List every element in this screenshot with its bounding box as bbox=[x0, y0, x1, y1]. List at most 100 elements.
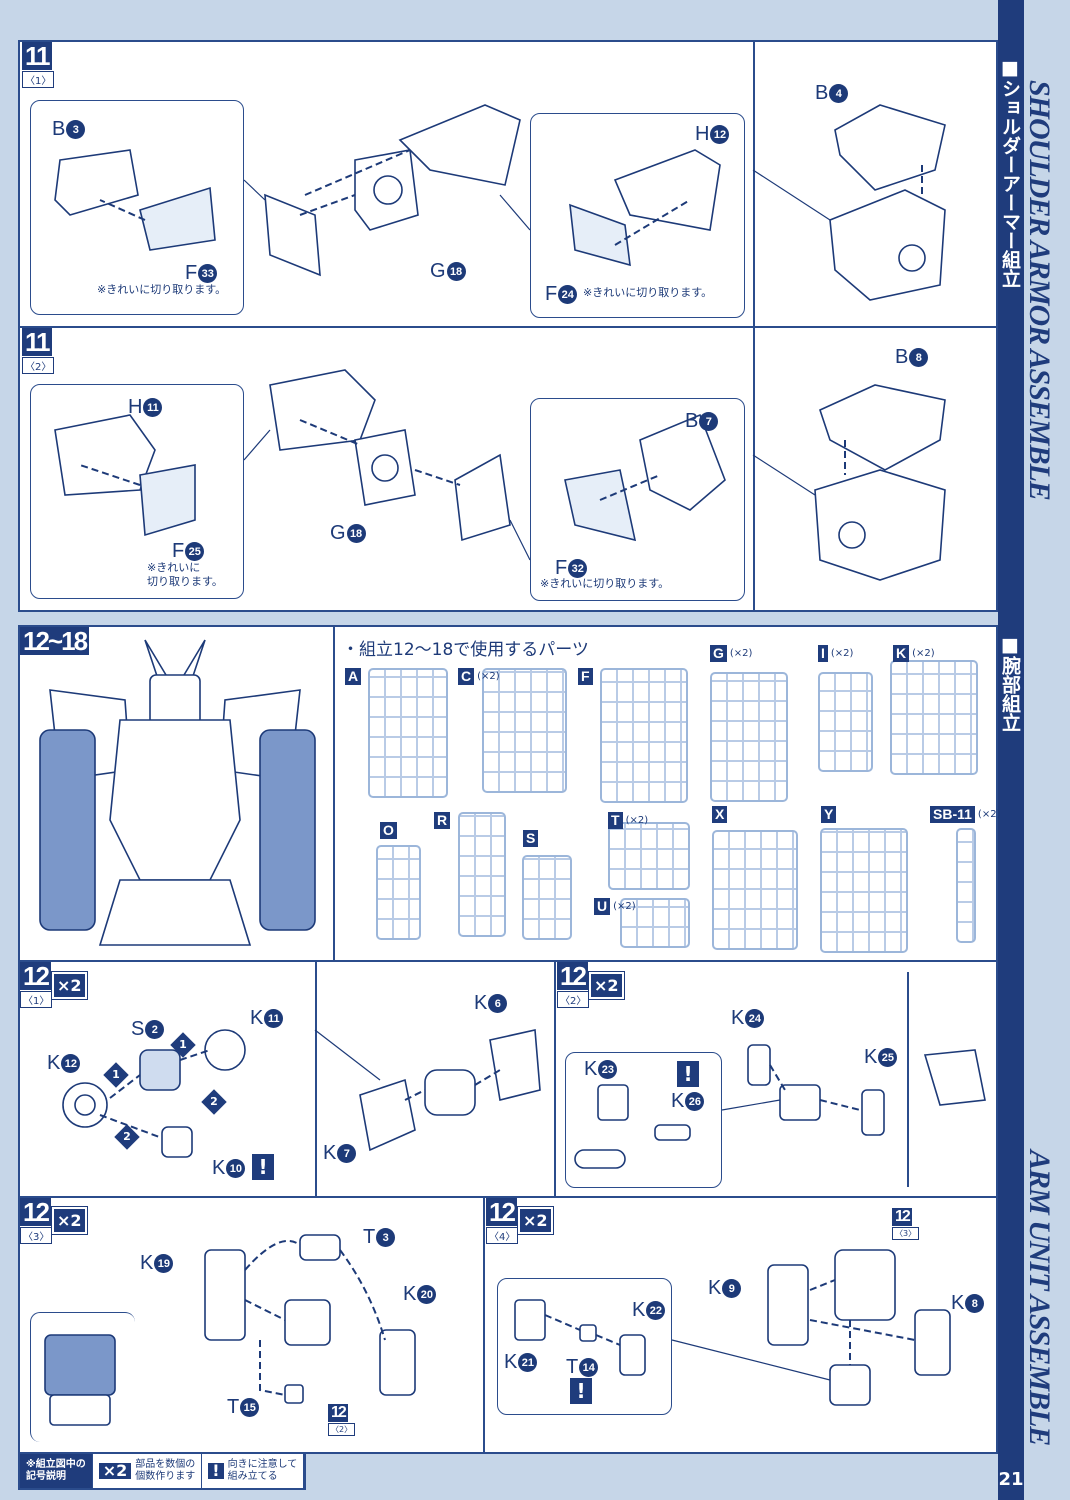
multiply-badge: ×2 bbox=[51, 971, 88, 1000]
step-11-1-header: 11〈1〉 bbox=[22, 42, 55, 88]
ref-step-12-2: 12〈2〉 bbox=[328, 1404, 356, 1436]
multiply-badge: ×2 bbox=[51, 1206, 88, 1235]
part-number: 24 bbox=[745, 1009, 765, 1028]
part-drawing bbox=[923, 1049, 986, 1106]
runner-label-x: X bbox=[712, 806, 730, 823]
legend-orientation-text: 向きに注意して 組み立てる bbox=[227, 1459, 298, 1482]
part-number: 14 bbox=[579, 1358, 599, 1377]
part-number: 19 bbox=[154, 1254, 174, 1273]
runner-id: SB-11 bbox=[930, 806, 975, 823]
page-number: 21 bbox=[998, 1460, 1024, 1500]
part-number: 9 bbox=[722, 1279, 742, 1298]
robot-figure bbox=[39, 639, 316, 946]
step-substep: 〈2〉 bbox=[22, 357, 55, 374]
part-drawing bbox=[814, 469, 946, 581]
step-12-1-header: 12〈1〉 bbox=[20, 962, 53, 1008]
ref-step-12-3: 12〈3〉 bbox=[892, 1208, 920, 1240]
ref-step-sub: 〈2〉 bbox=[328, 1423, 356, 1436]
runner-id: A bbox=[345, 668, 362, 685]
part-drawing bbox=[564, 469, 637, 542]
part-letter: K bbox=[708, 1277, 722, 1299]
part-letter: K bbox=[731, 1007, 745, 1029]
runner-quantity: (×2) bbox=[830, 648, 854, 659]
part-letter: T bbox=[227, 1396, 240, 1418]
runner-label-g: G(×2) bbox=[710, 645, 752, 662]
part-letter: B bbox=[895, 346, 909, 368]
ref-step-sub: 〈3〉 bbox=[892, 1227, 920, 1240]
runner-id: G bbox=[710, 645, 727, 662]
part-number: 8 bbox=[965, 1294, 985, 1313]
assembly-drawings bbox=[39, 104, 986, 1426]
runner-id: C bbox=[458, 668, 475, 685]
part-drawing bbox=[819, 384, 946, 471]
runner-label-sb-11: SB-11(×2) bbox=[930, 806, 1000, 823]
section-title-shoulder-jp: ■ショルダーアーマー組立 bbox=[998, 42, 1024, 302]
part-drawing bbox=[139, 186, 216, 251]
ref-step-number: 12 bbox=[892, 1208, 912, 1226]
part-letter: F bbox=[172, 540, 185, 562]
runner-quantity: (×2) bbox=[613, 901, 636, 912]
runner-label-f: F bbox=[578, 668, 596, 685]
step-12-18-header: 12~18 bbox=[20, 627, 90, 655]
part-letter: B bbox=[685, 410, 699, 432]
step-substep: 〈1〉 bbox=[22, 71, 55, 88]
part-drawing bbox=[569, 203, 631, 267]
multiply-icon: ×2 bbox=[98, 1463, 132, 1479]
runner-id: R bbox=[434, 812, 451, 829]
step-marker: 2 bbox=[114, 1124, 140, 1150]
step-substep: 〈2〉 bbox=[557, 991, 590, 1008]
divider bbox=[333, 627, 335, 960]
step-marker: 1 bbox=[170, 1032, 196, 1058]
part-letter: B bbox=[52, 118, 66, 140]
step-marker-label: 1 bbox=[179, 1038, 187, 1051]
runner-quantity: (×2) bbox=[625, 815, 649, 826]
part-letter: T bbox=[363, 1226, 376, 1248]
runner-id: Y bbox=[821, 806, 837, 823]
runner-id: T bbox=[608, 812, 623, 829]
runner-a-drawing bbox=[368, 668, 448, 798]
part-letter: K bbox=[951, 1292, 965, 1314]
part-number: 11 bbox=[143, 398, 163, 417]
runner-id: I bbox=[818, 645, 828, 662]
note-cut-clean: ※きれいに切り取ります。 bbox=[583, 286, 713, 299]
part-drawing bbox=[54, 149, 139, 216]
exclamation-icon: ! bbox=[208, 1463, 224, 1479]
part-number: 21 bbox=[518, 1353, 538, 1372]
part-drawing bbox=[139, 464, 196, 537]
part-number: 24 bbox=[558, 285, 578, 304]
runner-u-drawing bbox=[620, 898, 690, 948]
part-number: 23 bbox=[598, 1060, 618, 1079]
part-number: 6 bbox=[488, 994, 508, 1013]
part-drawing bbox=[834, 104, 946, 191]
divider bbox=[753, 328, 755, 610]
part-letter: S bbox=[131, 1018, 145, 1040]
part-letter: K bbox=[403, 1283, 417, 1305]
multiply-badge: ×2 bbox=[517, 1206, 554, 1235]
runner-id: S bbox=[523, 830, 539, 847]
part-letter: K bbox=[864, 1046, 878, 1068]
part-number: 20 bbox=[417, 1285, 437, 1304]
step-marker-label: 2 bbox=[123, 1130, 131, 1143]
part-number: 18 bbox=[446, 262, 466, 281]
section-title-arm-jp: ■腕部組立 bbox=[998, 628, 1024, 738]
runner-s-drawing bbox=[522, 855, 572, 940]
part-letter: G bbox=[430, 260, 446, 282]
part-number: 26 bbox=[685, 1092, 705, 1111]
note-cut-clean: ※きれいに切り取ります。 bbox=[540, 577, 670, 590]
legend-heading: ※組立図中の 記号説明 bbox=[20, 1454, 93, 1488]
step-12-3-header: 12〈3〉 bbox=[20, 1198, 53, 1244]
runner-quantity: (×2) bbox=[912, 648, 935, 659]
